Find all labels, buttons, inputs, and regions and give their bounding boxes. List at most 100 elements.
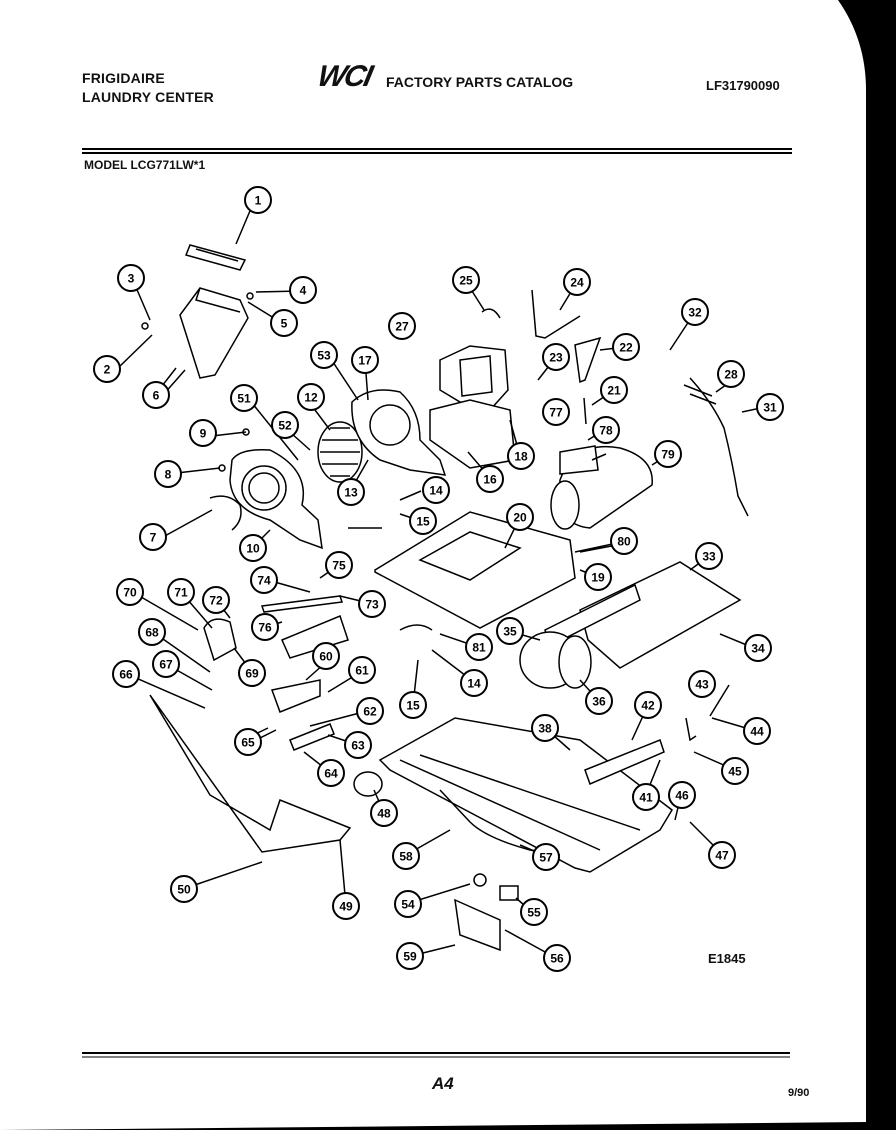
callout-circle [388, 312, 416, 340]
callout-49: 49 [332, 892, 360, 920]
callout-number: 14 [429, 484, 443, 498]
catalog-title: FACTORY PARTS CATALOG [386, 74, 574, 90]
callout-circle [239, 534, 267, 562]
callout-number: 76 [258, 621, 272, 635]
callout-circle [396, 942, 424, 970]
callout-number: 41 [639, 791, 653, 805]
callout-circle [460, 669, 488, 697]
callout-number: 12 [304, 391, 318, 405]
callout-16: 16 [476, 465, 504, 493]
callout-circle [142, 381, 170, 409]
callout-31: 31 [756, 393, 784, 421]
callout-number: 1 [255, 194, 262, 208]
callout-42: 42 [634, 691, 662, 719]
callout-33: 33 [695, 542, 723, 570]
callout-number: 19 [591, 571, 605, 585]
callout-number: 4 [300, 284, 307, 298]
callout-number: 58 [399, 850, 413, 864]
callout-36: 36 [585, 687, 613, 715]
callout-circle [452, 266, 480, 294]
callout-number: 14 [467, 677, 481, 691]
callout-circle [310, 341, 338, 369]
callout-number: 35 [503, 625, 517, 639]
callout-47: 47 [708, 841, 736, 869]
page-number: A4 [432, 1074, 454, 1093]
callout-10: 10 [239, 534, 267, 562]
callout-number: 78 [599, 424, 613, 438]
callout-circle [563, 268, 591, 296]
callout-number: 54 [401, 898, 415, 912]
callout-41: 41 [632, 783, 660, 811]
callout-number: 48 [377, 807, 391, 821]
callout-circle [112, 660, 140, 688]
callout-64: 64 [317, 759, 345, 787]
callout-43: 43 [688, 670, 716, 698]
callout-76: 76 [251, 613, 279, 641]
callout-62: 62 [356, 697, 384, 725]
callout-circle [681, 298, 709, 326]
callout-55: 55 [520, 898, 548, 926]
callout-number: 27 [395, 320, 409, 334]
callout-circle [167, 578, 195, 606]
callout-53: 53 [310, 341, 338, 369]
callout-13: 13 [337, 478, 365, 506]
callout-4: 4 [289, 276, 317, 304]
callout-circle [117, 264, 145, 292]
callout-14: 14 [460, 669, 488, 697]
callout-8: 8 [154, 460, 182, 488]
callout-number: 6 [153, 389, 160, 403]
callout-5: 5 [270, 309, 298, 337]
callout-65: 65 [234, 728, 262, 756]
figure-id: E1845 [708, 951, 746, 966]
callout-number: 80 [617, 535, 631, 549]
callout-number: 43 [695, 678, 709, 692]
callout-number: 17 [358, 354, 372, 368]
callout-number: 44 [750, 725, 764, 739]
callout-circle [270, 309, 298, 337]
callout-circle [584, 563, 612, 591]
callout-number: 5 [281, 317, 288, 331]
callout-circle [312, 642, 340, 670]
callout-circle [358, 590, 386, 618]
callout-circle [392, 842, 420, 870]
callout-57: 57 [532, 843, 560, 871]
callout-54: 54 [394, 890, 422, 918]
callout-circle [507, 442, 535, 470]
callout-circle [234, 728, 262, 756]
callout-number: 42 [641, 699, 655, 713]
callout-circle [93, 355, 121, 383]
callout-number: 71 [174, 586, 188, 600]
callout-number: 56 [550, 952, 564, 966]
callout-67: 67 [152, 650, 180, 678]
callout-number: 53 [317, 349, 331, 363]
callout-circle [356, 697, 384, 725]
callout-circle [202, 586, 230, 614]
callout-number: 18 [514, 450, 528, 464]
callout-number: 15 [416, 515, 430, 529]
callout-72: 72 [202, 586, 230, 614]
callout-14: 14 [422, 476, 450, 504]
callout-number: 49 [339, 900, 353, 914]
callout-circle [721, 757, 749, 785]
part-drawings [117, 198, 771, 959]
callout-circle [332, 892, 360, 920]
callout-9: 9 [189, 419, 217, 447]
revision-date: 9/90 [788, 1087, 810, 1099]
callout-circle [344, 731, 372, 759]
callout-48: 48 [370, 799, 398, 827]
callout-number: 59 [403, 950, 417, 964]
callout-34: 34 [744, 634, 772, 662]
callout-number: 32 [688, 306, 702, 320]
callout-circle [465, 633, 493, 661]
callout-number: 77 [549, 406, 563, 420]
callout-number: 52 [278, 419, 292, 433]
callout-circle [244, 186, 272, 214]
callout-32: 32 [681, 298, 709, 326]
callout-number: 81 [472, 641, 486, 655]
callout-number: 66 [119, 668, 133, 682]
callout-45: 45 [721, 757, 749, 785]
callout-number: 47 [715, 849, 729, 863]
